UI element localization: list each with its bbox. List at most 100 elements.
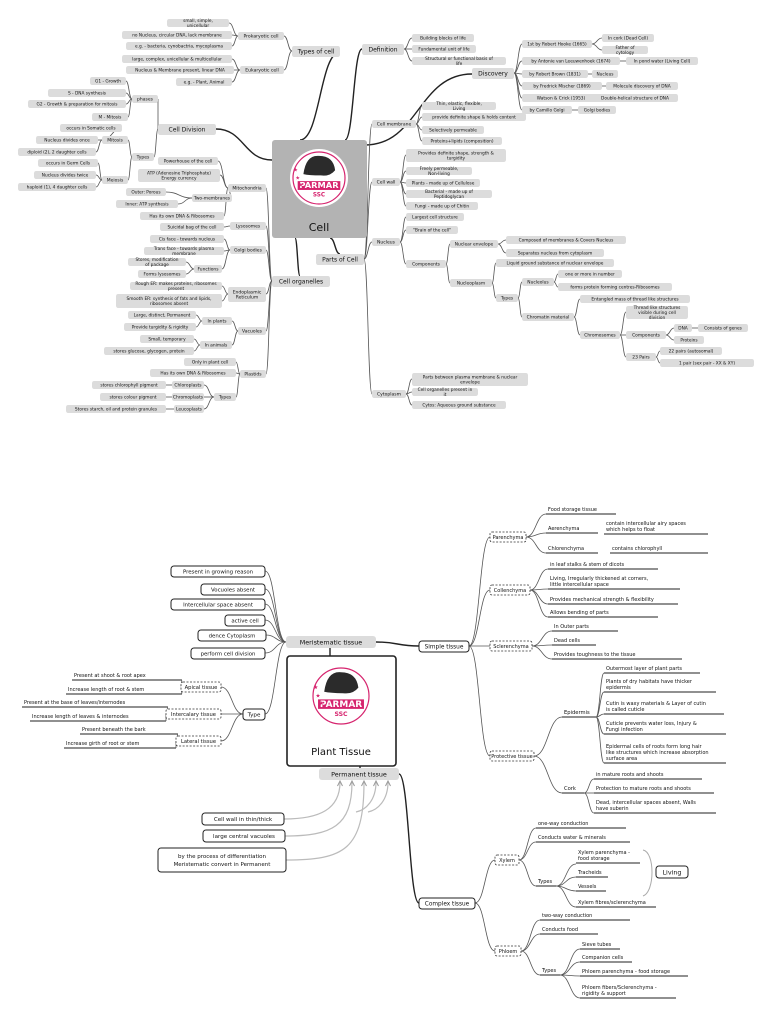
leucoplasts-box: [174, 405, 204, 413]
eukaryotic-cell: Eukaryotic cell: [245, 68, 279, 74]
cork: Cork: [564, 786, 576, 792]
connector: [95, 179, 103, 188]
xtype-item-0: Xylem parenchyma -food storage: [578, 850, 630, 862]
xtype-item-2: Vessels: [578, 884, 597, 890]
discovery-item-5-box: [522, 106, 572, 114]
tissue-type: Type: [247, 713, 261, 719]
discovery-item-0: 1st by Robert Hooke (1665): [527, 42, 587, 48]
golgi-discovery: Golgi bodies: [584, 108, 611, 114]
division-types-box: [132, 153, 154, 161]
discovery-item-2: by Robert Brown (1831): [529, 72, 581, 78]
connector: [403, 37, 413, 50]
cat-cell-organelles: Cell organelles: [279, 279, 323, 286]
plant-item-0: Large, distinct, Permanent: [134, 313, 191, 319]
bear-head-icon: [324, 672, 359, 694]
connector: [363, 241, 373, 260]
connector: [491, 262, 497, 284]
connector: [520, 933, 541, 952]
nucleus-item-1-box: [406, 226, 458, 234]
membrane-item-2-box: [422, 126, 484, 134]
func-item-0-box: [128, 258, 186, 266]
connector: [283, 35, 293, 52]
plastid-types-box: [214, 393, 236, 401]
connector: [235, 361, 241, 375]
envelope-item-0: Composed of membranes & Covers Nucleus: [519, 238, 615, 244]
epidermis: Epidermis: [564, 710, 590, 716]
cytoplasm: Cytoplasm: [377, 392, 401, 398]
envelope-item-0-box: [506, 236, 626, 244]
mischer-dna: Molecule discovery of DNA: [613, 84, 671, 90]
meiosis-item-1: Nucleus divides twice: [42, 173, 89, 179]
arrow-connector: [367, 781, 389, 813]
wall-item-4: Fungi - made up of Chitin: [415, 204, 470, 210]
discovery-item-5: by Camillo Golgi: [529, 108, 564, 114]
pair-item-1-box: [660, 359, 754, 367]
pair-item-1: 1 pair (sex pair - XX & XY): [679, 361, 735, 367]
plant-title: Plant Tissue: [311, 747, 371, 758]
pair-item-0: 22 pairs (autosomal): [669, 349, 714, 355]
nucleoplasm-types-box: [496, 294, 518, 302]
living-label-box: [655, 865, 689, 879]
aerenchyma: Aerenchyma: [548, 526, 579, 532]
dna-genes-box: [698, 324, 748, 332]
er-smooth-box: [116, 294, 222, 308]
watson-helix-box: [592, 94, 678, 102]
complex-tissue-box: [418, 897, 476, 910]
meri-item-2: Intercellular space absent: [183, 602, 253, 608]
meri-item-2-box: [170, 598, 266, 611]
cyto-item-0-box: [412, 373, 528, 386]
meiosis-box: [102, 176, 128, 184]
cell-wall-box: [372, 178, 400, 186]
definition-item-2-box: [412, 57, 506, 65]
apical-tissue: Apical tissue: [185, 685, 218, 691]
meri-item-0-box: [170, 565, 266, 578]
wall-item-1-box: [406, 167, 472, 175]
connector: [220, 686, 244, 715]
logo-brand: PARMAR: [320, 700, 362, 710]
cat-cell-division: Cell Division: [169, 127, 206, 134]
connector: [517, 281, 523, 299]
lyso-item: Suicidal bag of the cell: [168, 225, 217, 231]
types-item-3: large, complex, unicellular & multicellu…: [132, 57, 222, 63]
connector: [525, 536, 547, 554]
connector: [518, 827, 537, 861]
endoplasmic-reticulum-box: [228, 287, 266, 302]
connector: [219, 174, 229, 189]
nucleus-box: [372, 238, 400, 246]
mitosis-box: [102, 136, 128, 144]
sclerenchyma-box: [489, 640, 533, 652]
cat-types-of-cell-box: [292, 46, 340, 57]
vacuole-in-animals: In animals: [205, 343, 228, 349]
envelope-item-1: Separates nucleus from cytoplasm: [518, 251, 593, 257]
cork-item-1: Protection to mature roots and shoots: [596, 786, 691, 792]
types-item-1-box: [122, 31, 232, 39]
cat-definition: Definition: [368, 47, 397, 54]
xtype-item-3: Xylem fibres/sclerenchyma: [578, 900, 646, 906]
nucleolus-item-1: forms protein forming centres-Ribosomes: [570, 285, 660, 291]
func-item-1-box: [138, 270, 186, 278]
cell-membrane: Cell membrane: [377, 122, 412, 128]
meiosis-item-1-box: [34, 171, 96, 179]
types-item-3-box: [122, 55, 232, 63]
nucleus-item-0-box: [406, 213, 464, 221]
connector: [665, 327, 675, 336]
phase-item-3-box: [92, 113, 128, 121]
nucleolus-item-0: one or more in number: [565, 272, 615, 278]
connector: [329, 237, 341, 255]
nucleus-components-box: [406, 260, 446, 268]
perm-item-2-box: [157, 847, 287, 873]
xylem-box: [494, 854, 520, 866]
connector: [474, 902, 496, 952]
mitosis-item-2-box: [18, 148, 96, 156]
intercalary-tissue-box: [165, 708, 222, 720]
nucleoplasm: Nucleoplasm: [457, 281, 485, 287]
chromosomes-box: [580, 331, 620, 339]
connector: [223, 238, 231, 251]
cell-title: Cell: [309, 221, 330, 234]
connector: [445, 263, 451, 284]
logo-brand: PARMAR: [299, 180, 339, 190]
